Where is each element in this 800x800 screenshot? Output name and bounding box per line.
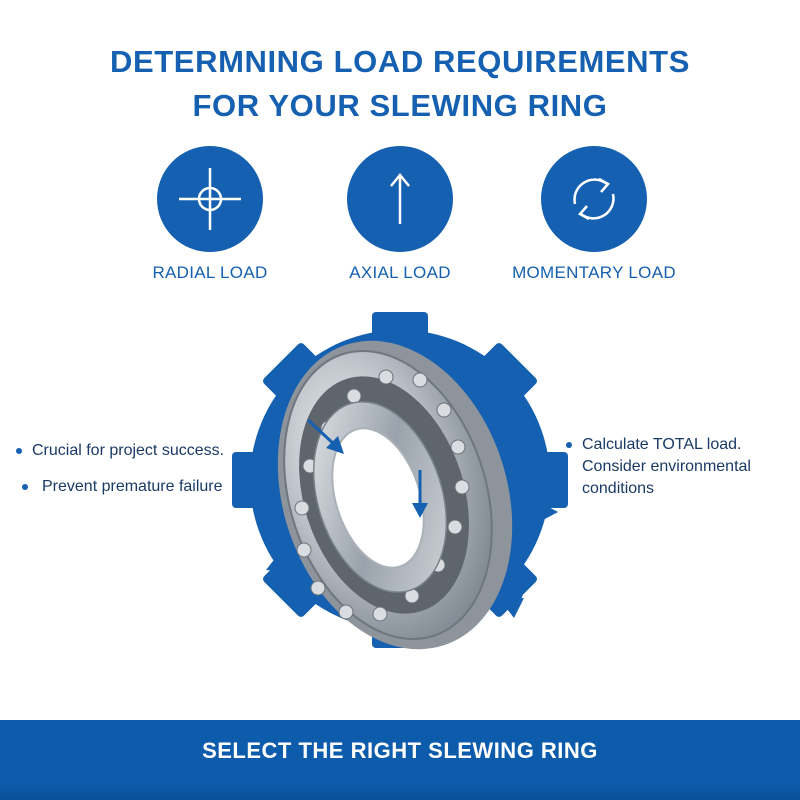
axial-load-badge bbox=[347, 146, 453, 252]
radial-load-label: RADIAL LOAD bbox=[152, 263, 268, 282]
radial-arrow-icon bbox=[306, 418, 338, 448]
bullet-dot bbox=[22, 484, 28, 490]
arrow-up-icon bbox=[390, 173, 410, 224]
momentary-load-badge bbox=[541, 146, 647, 252]
page-title: DETERMNING LOAD REQUIREMENTS FOR YOUR SL… bbox=[0, 40, 800, 128]
bullet-dot bbox=[566, 442, 572, 448]
axial-load-label: AXIAL LOAD bbox=[349, 263, 451, 282]
footer-label: SELECT THE RIGHT SLEWING RING bbox=[202, 738, 598, 763]
bullet-dot bbox=[16, 448, 22, 454]
radial-load-badge bbox=[157, 146, 263, 252]
load-arrows bbox=[266, 418, 558, 618]
crosshair-icon bbox=[179, 168, 241, 230]
slewing-ring-illustration bbox=[232, 312, 568, 650]
inner-ring bbox=[312, 401, 448, 593]
title-line-1: DETERMNING LOAD REQUIREMENTS bbox=[110, 44, 690, 79]
list-item: Calculate TOTAL load. Consider environme… bbox=[564, 434, 784, 500]
rotate-arrows-icon bbox=[573, 177, 615, 221]
momentary-load-label: MOMENTARY LOAD bbox=[512, 263, 676, 282]
list-item: Prevent premature failure bbox=[14, 476, 274, 498]
title-line-2: FOR YOUR SLEWING RING bbox=[192, 88, 608, 123]
list-item: Crucial for project success. bbox=[14, 440, 274, 462]
right-bullet-list: Calculate TOTAL load. Consider environme… bbox=[564, 434, 784, 514]
footer-strip bbox=[0, 783, 800, 800]
left-bullet-list: Crucial for project success. Prevent pre… bbox=[14, 440, 274, 512]
